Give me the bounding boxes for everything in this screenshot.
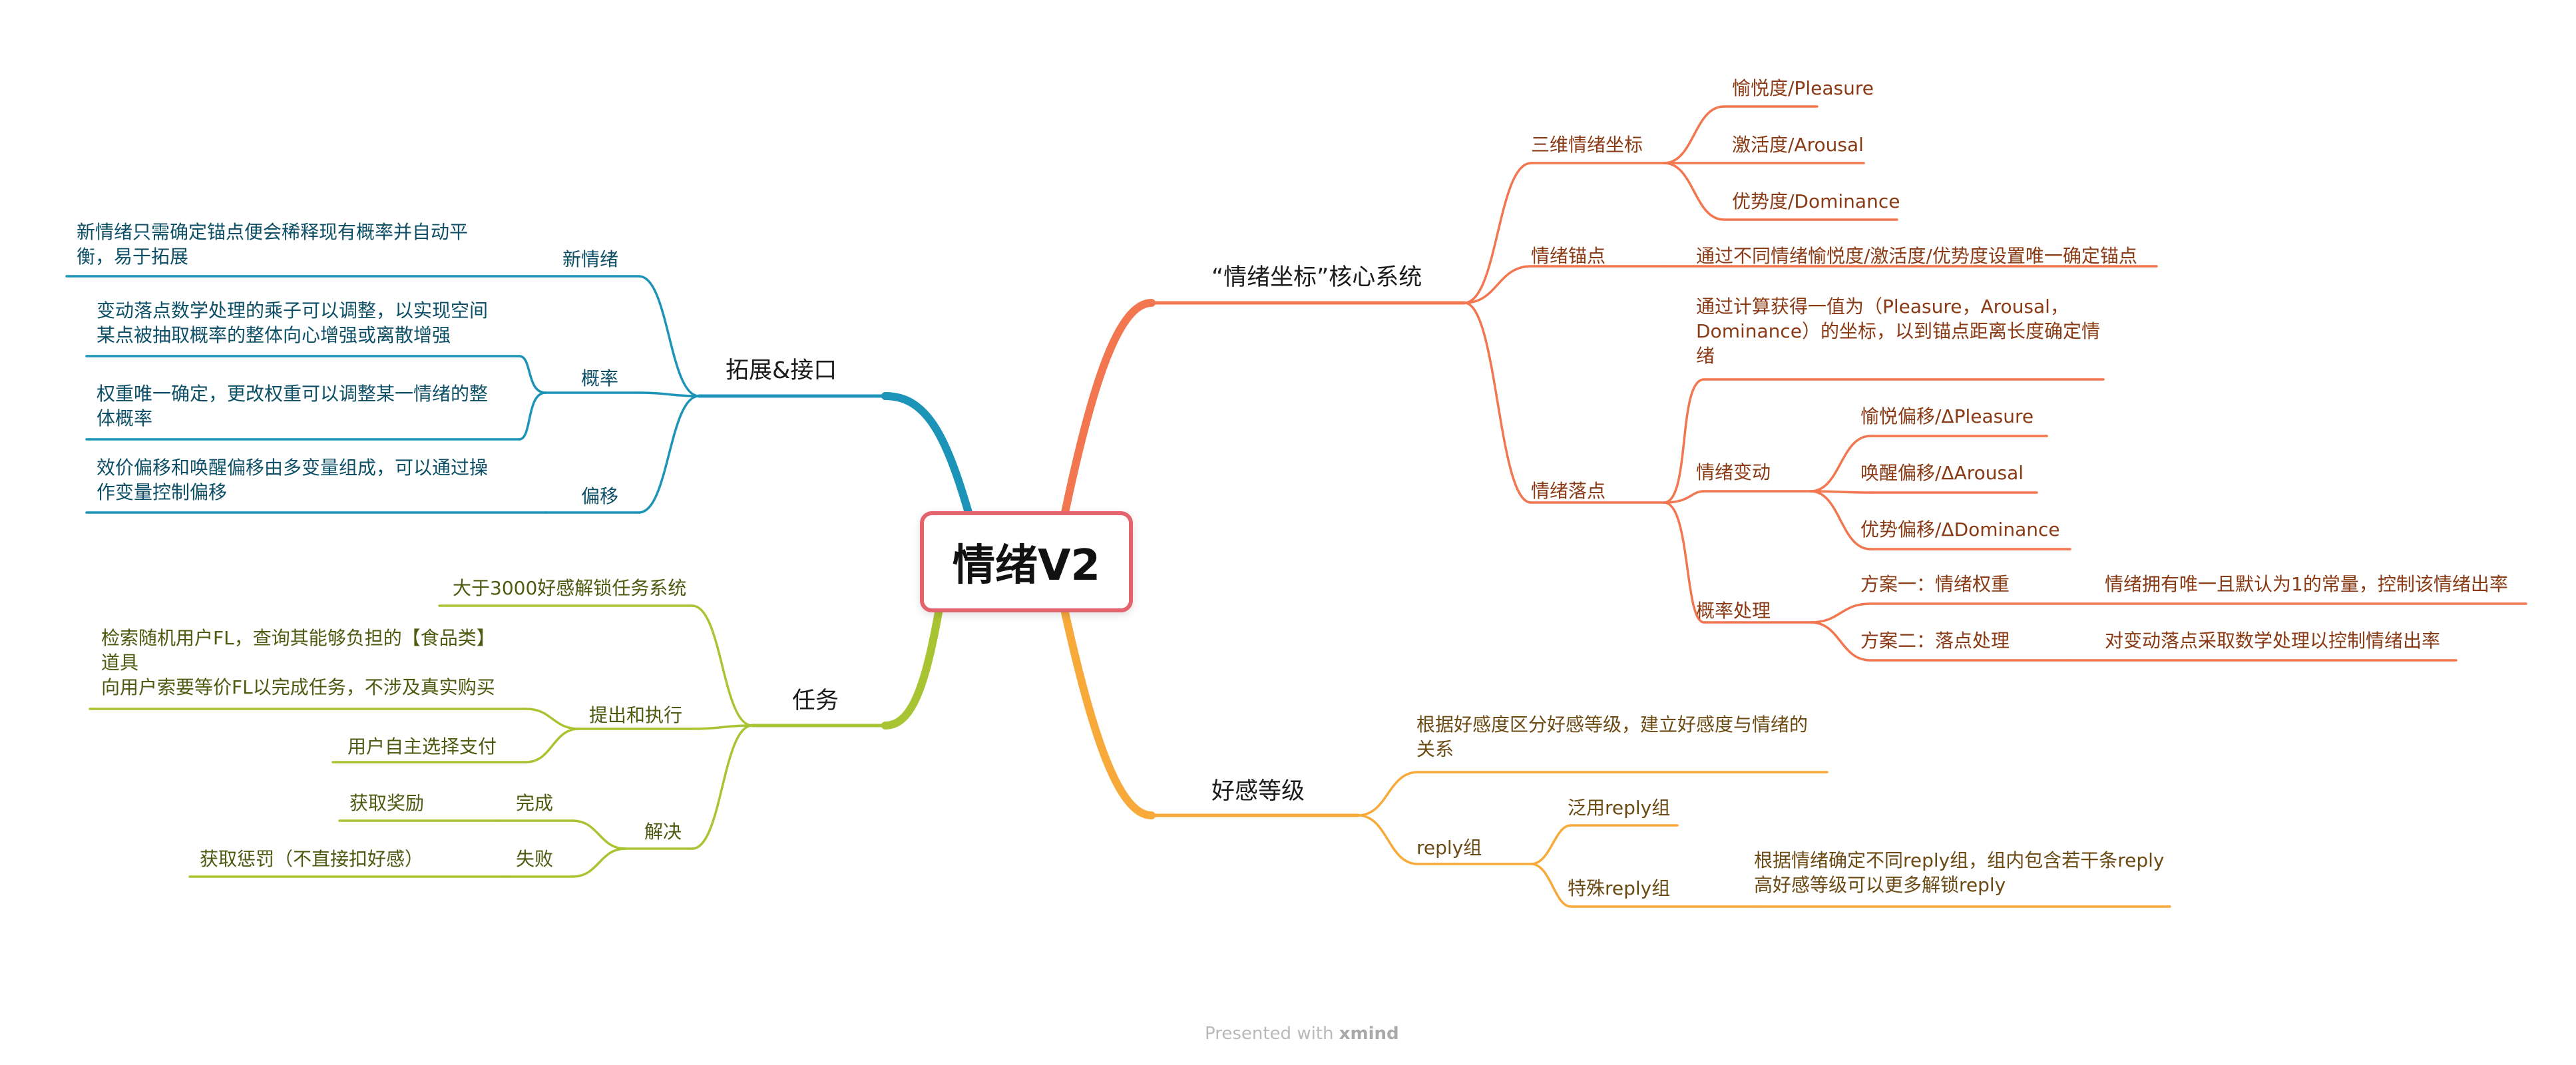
root-topic-label: 情绪V2 — [952, 541, 1101, 590]
node-favor-desc[interactable]: 根据好感度区分好感等级，建立好感度与情绪的 关系 — [1416, 714, 1809, 760]
node-done-detail[interactable]: 获取奖励 — [349, 792, 425, 814]
node-bias[interactable]: 偏移 — [581, 485, 619, 507]
node-reply-group[interactable]: reply组 — [1416, 837, 1482, 859]
node-general-reply[interactable]: 泛用reply组 — [1568, 797, 1671, 819]
node-exec-detail-2[interactable]: 用户自主选择支付 — [347, 736, 497, 757]
node-exec[interactable]: 提出和执行 — [589, 704, 683, 726]
node-arousal[interactable]: 激活度/Arousal — [1732, 134, 1864, 156]
node-pleasure[interactable]: 愉悦度/Pleasure — [1732, 77, 1874, 99]
root-topic-box[interactable] — [920, 511, 1133, 612]
node-plan1-detail[interactable]: 情绪拥有唯一且默认为1的常量，控制该情绪出率 — [2105, 573, 2508, 595]
node-prob-detail-2[interactable]: 权重唯一确定，更改权重可以调整某一情绪的整 体概率 — [97, 383, 489, 429]
node-fail[interactable]: 失败 — [516, 848, 554, 870]
presented-with-footer: Presented with xmind — [1205, 1024, 1399, 1044]
branch-core — [1061, 299, 1156, 517]
node-new-emotion-detail[interactable]: 新情绪只需确定锚点便会稀释现有概率并自动平 衡，易于拓展 — [77, 221, 469, 268]
node-dominance[interactable]: 优势度/Dominance — [1732, 190, 1900, 212]
node-plan2[interactable]: 方案二：落点处理 — [1860, 630, 2010, 652]
node-bias-detail[interactable]: 效价偏移和唤醒偏移由多变量组成，可以通过操 作变量控制偏移 — [97, 457, 489, 503]
topic-core-system[interactable]: “情绪坐标”核心系统 — [1211, 264, 1422, 291]
node-prob[interactable]: 概率 — [581, 367, 619, 389]
node-change[interactable]: 情绪变动 — [1696, 461, 1771, 483]
node-plan2-detail[interactable]: 对变动落点采取数学处理以控制情绪出率 — [2105, 630, 2441, 652]
node-landing[interactable]: 情绪落点 — [1531, 480, 1606, 502]
branch-task — [881, 608, 943, 730]
node-resolve[interactable]: 解决 — [644, 821, 682, 843]
node-fail-detail[interactable]: 获取惩罚（不直接扣好感） — [200, 848, 424, 870]
node-plan1[interactable]: 方案一：情绪权重 — [1860, 573, 2010, 595]
topic-extension[interactable]: 拓展&接口 — [726, 357, 837, 384]
topic-favor-level[interactable]: 好感等级 — [1211, 778, 1305, 805]
node-prob-process[interactable]: 概率处理 — [1696, 600, 1771, 622]
topic-task[interactable]: 任务 — [792, 688, 839, 714]
node-coords[interactable]: 三维情绪坐标 — [1531, 134, 1643, 156]
node-new-emotion[interactable]: 新情绪 — [562, 248, 619, 270]
node-task-unlock[interactable]: 大于3000好感解锁任务系统 — [453, 577, 687, 599]
node-special-reply[interactable]: 特殊reply组 — [1568, 877, 1671, 899]
branch-ext — [881, 392, 972, 517]
branch-favor — [1061, 608, 1156, 819]
node-special-reply-detail[interactable]: 根据情绪确定不同reply组，组内包含若干条reply 高好感等级可以更多解锁r… — [1754, 849, 2165, 896]
node-exec-detail-1[interactable]: 检索随机用户FL，查询其能够负担的【食品类】 道具 向用户索要等价FL以完成任务… — [101, 627, 495, 698]
node-anchor-detail[interactable]: 通过不同情绪愉悦度/激活度/优势度设置唯一确定锚点 — [1696, 245, 2137, 267]
node-prob-detail-1[interactable]: 变动落点数学处理的乘子可以调整，以实现空间 某点被抽取概率的整体向心增强或离散增… — [97, 300, 489, 346]
node-done[interactable]: 完成 — [516, 792, 554, 814]
node-delta-arousal[interactable]: 唤醒偏移/ΔArousal — [1860, 462, 2024, 484]
node-delta-dominance[interactable]: 优势偏移/ΔDominance — [1860, 519, 2060, 540]
footer-prefix: Presented with — [1205, 1024, 1334, 1044]
node-landing-calc[interactable]: 通过计算获得一值为（Pleasure，Arousal， Dominance）的坐… — [1696, 296, 2101, 367]
node-delta-pleasure[interactable]: 愉悦偏移/ΔPleasure — [1860, 405, 2034, 427]
xmind-logo[interactable]: xmind — [1339, 1024, 1399, 1044]
node-anchor[interactable]: 情绪锚点 — [1531, 245, 1606, 267]
